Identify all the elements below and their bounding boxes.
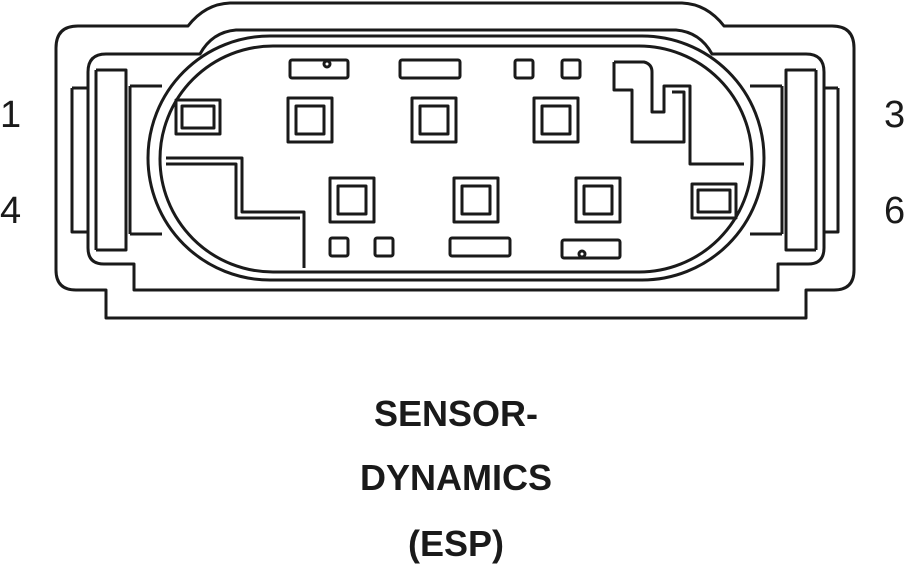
terminal-top-1 xyxy=(286,96,334,144)
left-latch xyxy=(70,86,88,234)
caption-line-3: (ESP) xyxy=(407,523,504,564)
top-square-2 xyxy=(560,58,582,80)
right-latch xyxy=(824,86,840,234)
terminal-bottom-2 xyxy=(452,176,500,224)
side-slot-left xyxy=(174,98,222,136)
bottom-square-1 xyxy=(328,236,350,258)
left-latch-inner xyxy=(128,84,162,236)
bottom-slot-1 xyxy=(448,236,512,258)
bottom-slot-2-dot xyxy=(577,249,587,259)
right-latch-bracket xyxy=(784,68,818,252)
keying-step-right xyxy=(612,60,744,166)
terminal-bottom-1 xyxy=(328,176,376,224)
terminal-top-2 xyxy=(410,96,458,144)
connector-housing-outer xyxy=(54,1,856,320)
top-slot-1-dot xyxy=(322,59,332,69)
right-latch-inner xyxy=(750,84,784,236)
terminal-bottom-3 xyxy=(574,176,622,224)
pin-label-3: 3 xyxy=(884,94,906,136)
top-slot-1 xyxy=(288,58,350,80)
bottom-slot-2 xyxy=(560,238,622,260)
keying-step-left xyxy=(166,156,306,268)
left-latch-bracket xyxy=(94,68,128,252)
side-slot-right xyxy=(690,182,738,220)
top-square-1 xyxy=(513,58,535,80)
caption-line-2: DYNAMICS xyxy=(359,457,552,498)
top-slot-2 xyxy=(398,58,462,80)
pin-label-1: 1 xyxy=(0,94,22,136)
pin-label-4: 4 xyxy=(0,190,22,232)
pin-label-6: 6 xyxy=(884,190,906,232)
terminal-top-3 xyxy=(532,96,580,144)
connector-housing-inner xyxy=(86,28,826,292)
bottom-square-2 xyxy=(373,236,395,258)
socket-oval-inner xyxy=(158,44,754,274)
socket-oval-outer xyxy=(146,34,766,282)
caption-line-1: SENSOR- xyxy=(373,393,539,434)
